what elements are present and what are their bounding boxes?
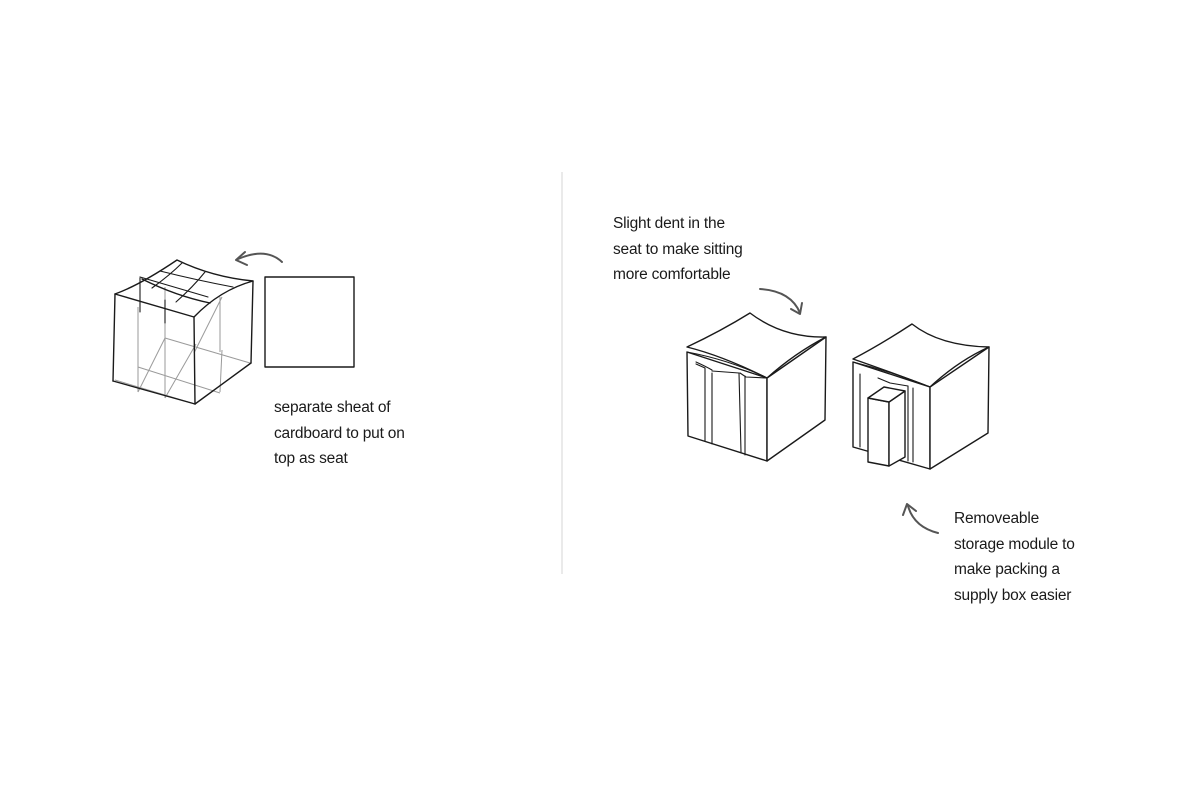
note-line: cardboard to put on xyxy=(274,424,405,442)
note-line: Slight dent in the xyxy=(613,215,725,232)
seat-sheet-square xyxy=(264,276,355,368)
note-line: more comfortable xyxy=(613,266,731,283)
note-line: supply box easier xyxy=(954,586,1072,604)
note-seat-dent: Slight dent in the seat to make sitting … xyxy=(613,211,743,288)
curved-arrow-icon xyxy=(759,288,803,315)
curved-arrow-icon xyxy=(235,251,283,266)
note-line: separate sheat of xyxy=(274,399,391,416)
note-storage-module: Removeable storage module to make packin… xyxy=(954,506,1075,608)
note-line: storage module to xyxy=(954,535,1075,553)
cube-internal-grid xyxy=(114,287,251,405)
note-line: Removeable xyxy=(954,510,1040,527)
note-line: top as seat xyxy=(274,450,348,467)
curved-arrow-icon xyxy=(902,503,939,534)
removable-module-box xyxy=(852,323,990,470)
note-seat-sheet: separate sheat of cardboard to put on to… xyxy=(274,395,405,472)
note-line: make packing a xyxy=(954,561,1060,578)
wireframe-grid-cube xyxy=(112,259,254,405)
note-line: seat to make sitting xyxy=(613,240,743,258)
dented-seat-box xyxy=(686,312,827,462)
